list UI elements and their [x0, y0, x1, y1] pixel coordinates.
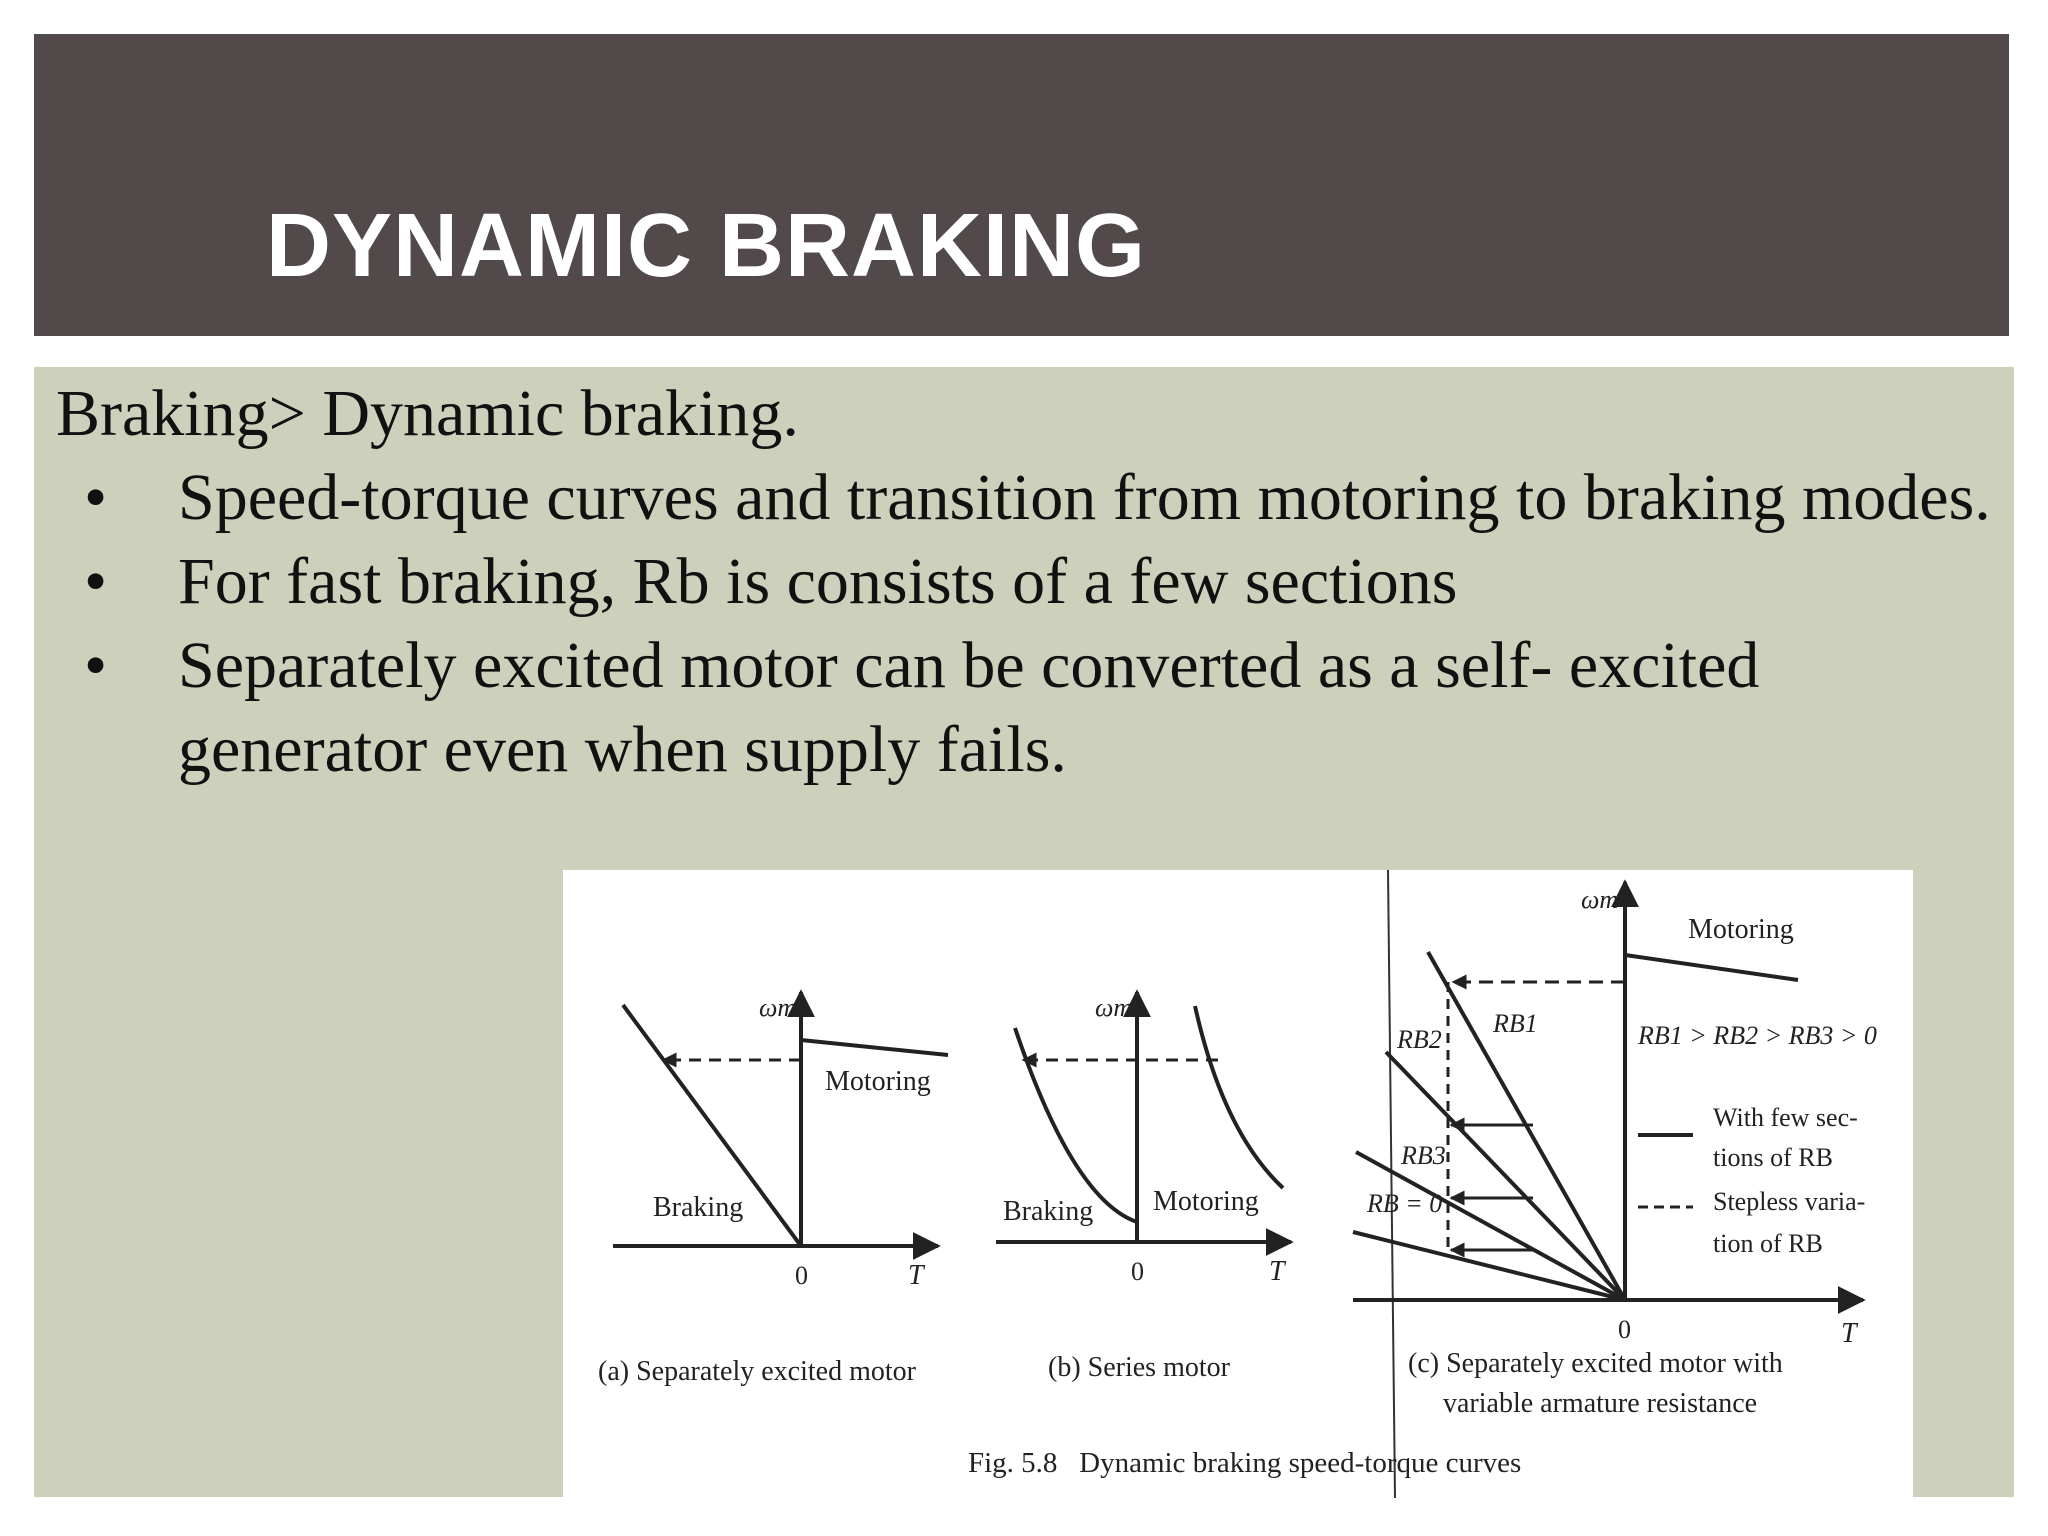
panel-divider: [1387, 870, 1396, 1498]
panel-a-motoring-line: [800, 1038, 949, 1057]
panel-a-x-label: T: [908, 1260, 926, 1291]
bullet-dot: •: [84, 545, 108, 618]
panel-c-motoring-label: Motoring: [1688, 914, 1794, 945]
panel-c-rb1-label: RB1: [1492, 1009, 1538, 1038]
panel-b-braking-label: Braking: [1003, 1196, 1093, 1227]
panel-a-braking-line: [621, 1003, 803, 1248]
panel-b-motoring-label: Motoring: [1153, 1186, 1259, 1217]
panel-c-sub-caption-2: variable armature resistance: [1443, 1388, 1757, 1419]
figure-svg: ωm Motoring Braking 0 T (a) Separately e…: [598, 870, 1877, 1498]
title-bar: [34, 34, 2009, 336]
panel-c-origin: 0: [1618, 1315, 1631, 1344]
panel-c-rb2-label: RB2: [1396, 1025, 1442, 1054]
bullet-text: Speed-torque curves and transition from …: [178, 461, 1991, 534]
panel-b-y-label: ωm: [1095, 993, 1132, 1022]
panel-c: [1352, 879, 1866, 1314]
figure-caption: Fig. 5.8 Dynamic braking speed-torque cu…: [968, 1447, 1521, 1479]
bullet-text: Separately excited motor can be converte…: [178, 629, 1760, 786]
panel-c-relation: RB1 > RB2 > RB3 > 0: [1637, 1021, 1877, 1050]
legend-dashed-text-2: tion of RB: [1713, 1229, 1823, 1258]
panel-a-motoring-label: Motoring: [825, 1066, 931, 1097]
panel-c-y-label: ωm: [1581, 885, 1618, 914]
panel-c-rb2-line: [1384, 1050, 1627, 1302]
speed-torque-figure: ωm Motoring Braking 0 T (a) Separately e…: [563, 870, 1913, 1498]
panel-b-sub-caption: (b) Series motor: [1048, 1352, 1231, 1383]
panel-b: [996, 989, 1294, 1256]
panel-a: [613, 989, 949, 1260]
legend-solid-text-2: tions of RB: [1713, 1143, 1833, 1172]
lead-line: Braking> Dynamic braking.: [56, 377, 799, 450]
bullet-list: • Speed-torque curves and transition fro…: [56, 456, 2006, 792]
panel-c-rb0-line: [1352, 1230, 1626, 1302]
panel-c-sub-caption-1: (c) Separately excited motor with: [1408, 1348, 1783, 1379]
bullet-dot: •: [84, 461, 108, 534]
bullet-text: For fast braking, Rb is consists of a fe…: [178, 545, 1458, 618]
panel-b-braking-curve: [1013, 1027, 1138, 1224]
panel-a-origin: 0: [795, 1261, 808, 1290]
bullet-item: • For fast braking, Rb is consists of a …: [56, 540, 2006, 624]
panel-b-x-label: T: [1269, 1256, 1287, 1287]
legend-solid-text-1: With few sec-: [1713, 1103, 1858, 1132]
panel-c-rb0-label: RB = 0: [1366, 1189, 1442, 1218]
panel-a-braking-label: Braking: [653, 1192, 743, 1223]
panel-b-motoring-curve: [1193, 1005, 1285, 1190]
panel-c-rb3-label: RB3: [1400, 1141, 1446, 1170]
panel-b-origin: 0: [1131, 1257, 1144, 1286]
panel-a-sub-caption: (a) Separately excited motor: [598, 1356, 917, 1387]
bullet-dot: •: [84, 629, 108, 702]
bullet-item: • Separately excited motor can be conver…: [56, 624, 2006, 792]
panel-c-x-label: T: [1841, 1318, 1859, 1349]
legend-dashed-text-1: Stepless varia-: [1713, 1187, 1865, 1216]
bullet-item: • Speed-torque curves and transition fro…: [56, 456, 2006, 540]
panel-c-motoring-line: [1624, 953, 1799, 982]
panel-c-rb3-line: [1355, 1150, 1626, 1302]
panel-a-y-label: ωm: [759, 993, 796, 1022]
slide-title: DYNAMIC BRAKING: [266, 196, 1146, 296]
